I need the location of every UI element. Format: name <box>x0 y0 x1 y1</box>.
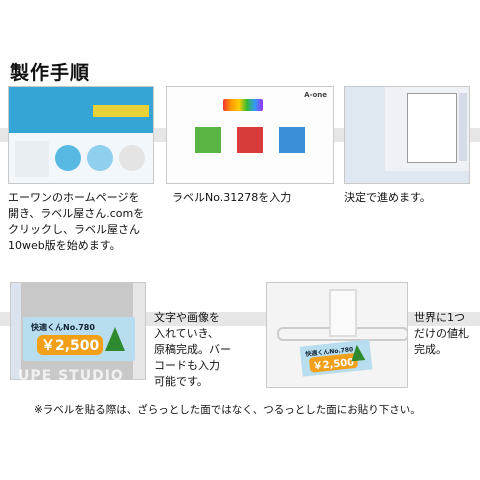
step-2-caption: ラベルNo.31278を入力 <box>172 191 292 204</box>
editor-screenshot <box>344 86 470 184</box>
watermark: UPE STUDIO <box>18 368 124 384</box>
label-design-screenshot: 快適くんNo.780 ￥2,500 <box>10 282 146 380</box>
homepage-screenshot <box>8 86 154 184</box>
tree-icon <box>105 327 125 351</box>
page-title: 製作手順 <box>10 62 91 84</box>
help-icon <box>279 127 305 153</box>
price-tag: 快適くんNo.780 ￥2,500 <box>299 339 373 377</box>
finished-tag-photo: 快適くんNo.780 ￥2,500 <box>266 282 408 388</box>
a-one-logo: A-one <box>304 91 327 99</box>
note-text: ※ラベルを貼る際は、ざらっとした面ではなく、つるっとした面にお貼り下さい。 <box>34 404 421 416</box>
open-file-icon <box>195 127 221 153</box>
software-menu-screenshot: A-one <box>166 86 334 184</box>
step-3-caption: 決定で進めます。 <box>344 191 431 204</box>
step-1-caption: エーワンのホームページを 開き、ラベル屋さん.comを クリックし、ラベル屋さん… <box>8 191 145 252</box>
new-file-icon <box>237 127 263 153</box>
step-5-caption: 世界に1つ だけの値札 完成。 <box>414 311 469 356</box>
step-4-caption: 文字や画像を 入れていき、 原稿完成。バー コードも入力 可能です。 <box>154 311 231 388</box>
label-preview: 快適くんNo.780 ￥2,500 <box>23 317 135 361</box>
